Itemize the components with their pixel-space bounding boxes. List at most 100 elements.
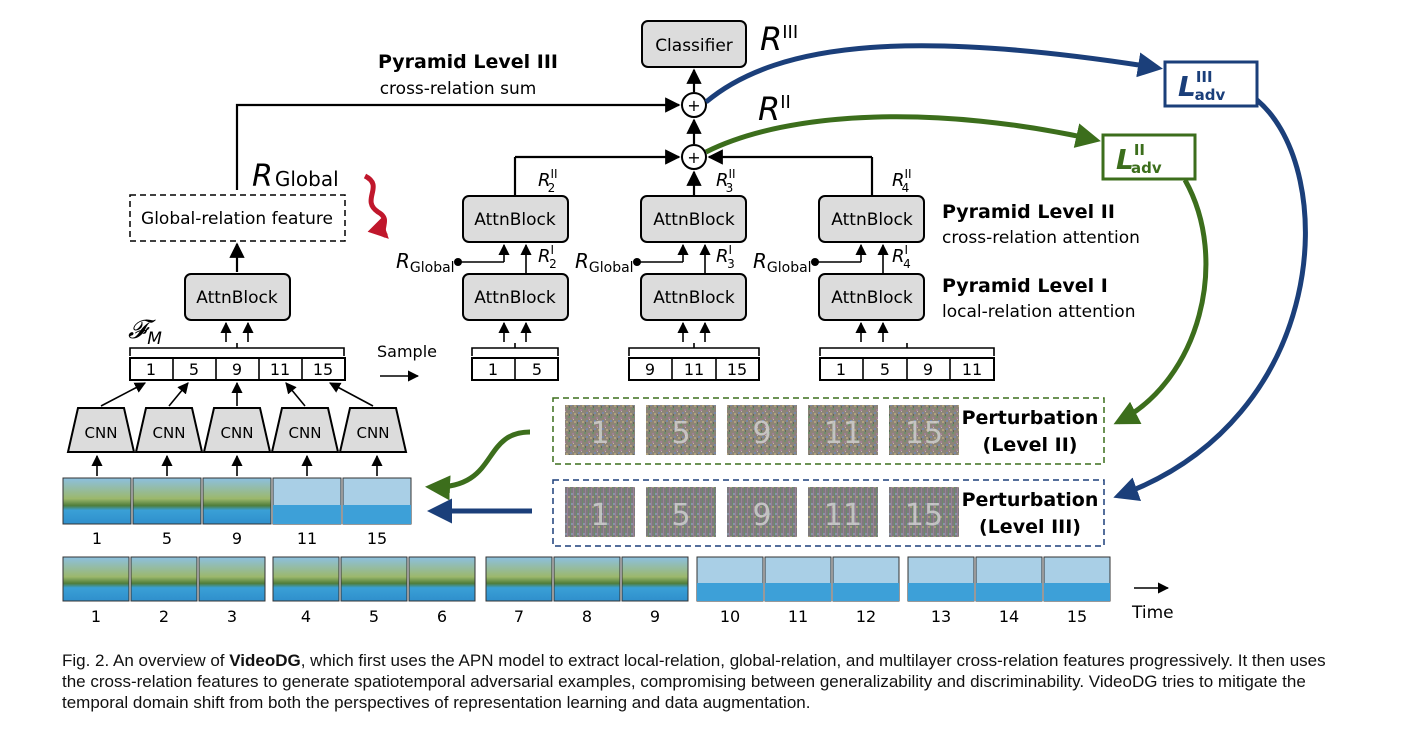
svg-text:AttnBlock: AttnBlock [474,288,556,308]
timeline-thumbnail-pool [908,583,974,601]
svg-text:9: 9 [752,498,771,533]
timeline-thumbnail [130,556,198,602]
svg-text:RGlobal: RGlobal [575,249,634,276]
svg-text:9: 9 [232,360,242,379]
global-relation-box [129,194,346,242]
svg-text:RGlobal: RGlobal [396,249,455,276]
svg-text:15: 15 [313,360,333,379]
pyramid-ii-title: Pyramid Level II [942,201,1115,223]
svg-text:5: 5 [880,360,890,379]
pyramid-iii-subtitle: cross-relation sum [380,79,537,99]
sum-node-ii [681,144,707,170]
timeline-frame-number: 7 [514,607,524,626]
timeline-frame-number: 4 [301,607,311,626]
svg-text:15: 15 [727,360,747,379]
timeline-frame-number: 6 [437,607,447,626]
svg-text:(Level III): (Level III) [979,516,1081,538]
svg-text:1: 1 [146,360,156,379]
svg-text:CNN: CNN [221,424,254,442]
global-injection-arrow [363,173,389,239]
svg-text:15: 15 [905,416,943,451]
sum-node-iii [681,92,707,118]
timeline-thumbnail-pool [697,583,763,601]
sum-iii-plus: + [687,96,700,115]
svg-text:RGlobal: RGlobal [753,249,812,276]
svg-text:1: 1 [590,416,609,451]
svg-text:11: 11 [684,360,704,379]
timeline-thumbnail-pool [976,583,1042,601]
svg-text:AttnBlock: AttnBlock [653,210,735,230]
svg-text:AttnBlock: AttnBlock [831,210,913,230]
loss-ii-to-perturbation-arrow [1113,178,1209,425]
svg-text:11: 11 [270,360,290,379]
timeline-thumbnail [621,556,689,602]
timeline-thumbnail [62,556,130,602]
svg-text:5: 5 [671,416,690,451]
svg-text:CNN: CNN [289,424,322,442]
timeline-thumbnail [340,556,408,602]
time-label: Time [1131,603,1174,623]
timeline-thumbnail [485,556,553,602]
loss-adv-iii-box [1163,60,1259,108]
timeline-thumbnail [408,556,476,602]
svg-text:RI4: RI4 [892,243,911,271]
perturbation-ii-feedback-arrow [425,429,531,501]
svg-text:5: 5 [189,360,199,379]
r-iii-to-loss-arrow [704,43,1163,104]
pyramid-i-title: Pyramid Level I [942,275,1108,297]
svg-text:1: 1 [92,529,102,548]
timeline-frame-number: 5 [369,607,379,626]
timeline-frame-number: 3 [227,607,237,626]
timeline-frame-number: 8 [582,607,592,626]
svg-text:5: 5 [532,360,542,379]
svg-text:(Level II): (Level II) [983,434,1078,456]
timeline-frame-number: 9 [650,607,660,626]
global-relation-label: Global-relation feature [141,209,333,229]
svg-text:5: 5 [162,529,172,548]
loss-adv-ii-box [1101,133,1197,181]
svg-text:Perturbation: Perturbation [962,407,1099,429]
svg-text:RI3: RI3 [716,243,735,271]
svg-text:Perturbation: Perturbation [962,489,1099,511]
svg-text:9: 9 [752,416,771,451]
pyramid-iii-title: Pyramid Level III [378,51,558,73]
global-attnblock-label: AttnBlock [196,288,278,308]
timeline-thumbnail-pool [833,583,899,601]
svg-text:11: 11 [824,498,862,533]
timeline-thumbnail-pool [1044,583,1110,601]
svg-text:15: 15 [905,498,943,533]
timeline-thumbnail-pool [765,583,831,601]
perturbation-level-ii: 1 5 9 11 15 Perturbation (Level II) [552,397,1105,465]
svg-text:AttnBlock: AttnBlock [831,288,913,308]
svg-text:1: 1 [590,498,609,533]
timeline-thumbnail [272,556,340,602]
sample-label: Sample [377,342,437,361]
svg-text:AttnBlock: AttnBlock [653,288,735,308]
timeline-thumbnail [553,556,621,602]
timeline-frame-number: 1 [91,607,101,626]
svg-text:9: 9 [645,360,655,379]
svg-text:9: 9 [232,529,242,548]
svg-text:11: 11 [297,529,317,548]
sampled-frame-strip: 1 5 9 11 15 [129,357,346,381]
caption-bold: VideoDG [229,651,301,670]
svg-text:CNN: CNN [357,424,390,442]
r-ii-label: RII [758,90,791,128]
caption-text: , which first uses the APN model to extr… [62,651,1326,712]
r-iii-label: RIII [760,20,798,58]
loss-iii-to-perturbation-arrow [1113,98,1308,501]
svg-text:1: 1 [488,360,498,379]
cnn-stack: CNN CNN CNN CNN CNN [66,381,408,476]
timeline-frame-number: 2 [159,607,169,626]
svg-text:9: 9 [923,360,933,379]
caption-prefix: Fig. 2. An overview of [62,651,230,670]
